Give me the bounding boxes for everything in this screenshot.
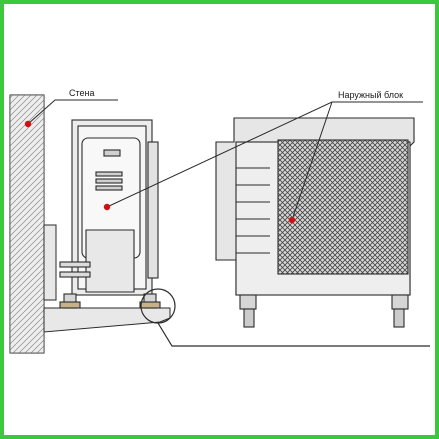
outdoor-unit-front <box>215 117 415 328</box>
wall-marker <box>24 120 32 128</box>
front-unit-marker <box>288 216 296 224</box>
wall-label: Стена <box>69 88 95 98</box>
wall <box>9 94 45 354</box>
leader-lines <box>27 99 423 221</box>
detail-callout <box>140 288 430 347</box>
outdoor-unit-label: Наружный блок <box>338 90 403 100</box>
outdoor-unit-side <box>59 119 161 309</box>
side-unit-marker <box>103 203 111 211</box>
